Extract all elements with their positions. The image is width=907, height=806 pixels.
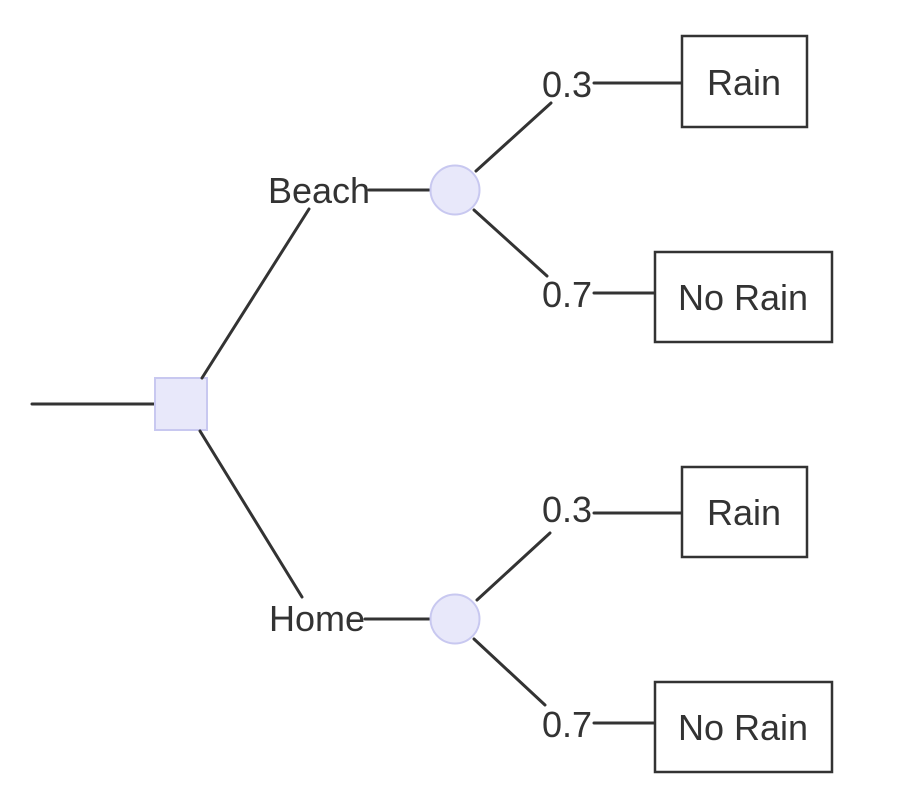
branch-label-beach: Beach bbox=[268, 170, 370, 211]
outcome-label-home-rain: Rain bbox=[707, 492, 781, 533]
chance-node-home bbox=[429, 593, 481, 645]
outcome-label-home-norain: No Rain bbox=[678, 707, 808, 748]
branch-label-home: Home bbox=[269, 598, 365, 639]
probability-label-beach-rain: 0.3 bbox=[542, 64, 592, 105]
outcome-box-home-norain bbox=[653, 680, 834, 774]
edge-beach-chance-to-prob-norain bbox=[472, 208, 549, 278]
decision-node-square bbox=[154, 377, 208, 431]
outcome-box-home-rain bbox=[680, 465, 809, 559]
chance-node-beach bbox=[429, 164, 481, 216]
edge-home-chance-to-prob-norain bbox=[472, 637, 547, 707]
probability-label-home-norain: 0.7 bbox=[542, 704, 592, 745]
edge-home-chance-to-prob-rain bbox=[475, 531, 552, 602]
edge-root-to-beach bbox=[200, 207, 311, 380]
outcome-label-beach-norain: No Rain bbox=[678, 277, 808, 318]
probability-label-home-rain: 0.3 bbox=[542, 489, 592, 530]
edge-root-to-home bbox=[198, 429, 304, 599]
probability-label-beach-norain: 0.7 bbox=[542, 274, 592, 315]
edge-beach-chance-to-prob-rain bbox=[474, 101, 553, 173]
outcome-label-beach-rain: Rain bbox=[707, 62, 781, 103]
outcome-box-beach-rain bbox=[680, 34, 809, 129]
outcome-box-beach-norain bbox=[653, 250, 834, 344]
